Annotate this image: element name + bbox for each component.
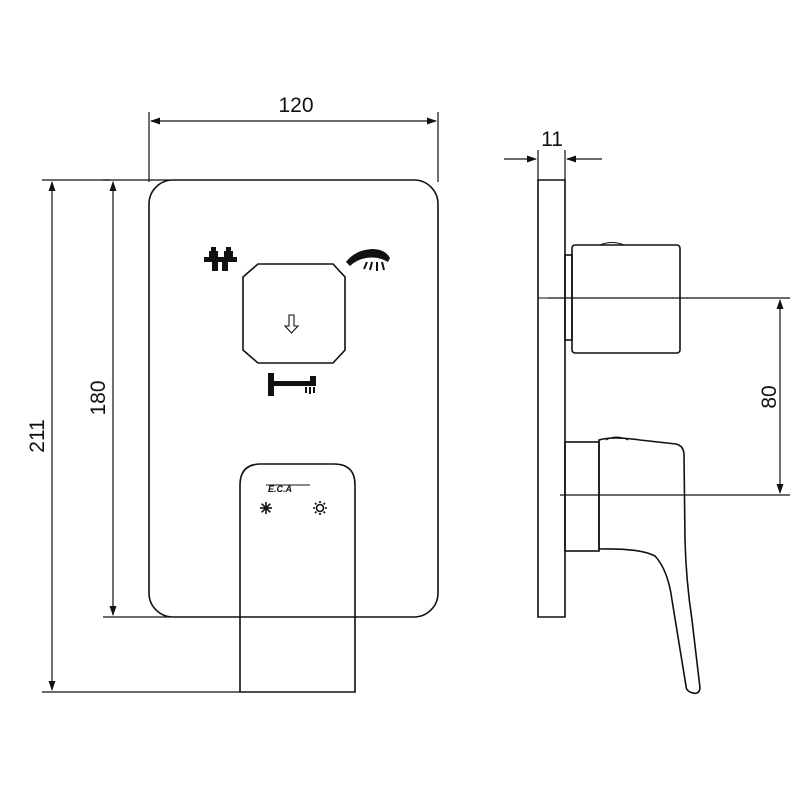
- spout-icon: [268, 373, 316, 396]
- down-arrow-icon: [283, 314, 300, 334]
- cover-plate: [148, 179, 439, 618]
- brand-logo-text: E.C.A: [268, 484, 292, 494]
- sun-icon: [313, 501, 327, 515]
- side-plate: [537, 179, 566, 618]
- dimension-height-inner: 180: [87, 179, 170, 618]
- brand-logo: E.C.A: [266, 484, 310, 494]
- bath-faucet-icon: [204, 247, 237, 271]
- dimension-height-total: 211: [26, 179, 240, 693]
- diverter-knob: [242, 263, 346, 364]
- dimension-width: 120: [148, 94, 439, 182]
- dimension-height-inner-label: 180: [87, 380, 110, 415]
- mixer-lever: [239, 463, 356, 693]
- front-view: E.C.A 120 180: [26, 94, 439, 693]
- snowflake-icon: [260, 502, 272, 514]
- hand-shower-icon: [346, 249, 390, 271]
- dimension-width-label: 120: [278, 94, 313, 117]
- dimension-spacing: 80: [548, 297, 790, 496]
- side-mixer-lever: [564, 436, 701, 695]
- dimension-depth-label: 11: [541, 128, 563, 151]
- dimension-spacing-label: 80: [758, 385, 781, 408]
- side-view: 11 80: [504, 128, 790, 695]
- dimension-depth: 11: [504, 128, 602, 182]
- dimension-height-total-label: 211: [26, 419, 49, 452]
